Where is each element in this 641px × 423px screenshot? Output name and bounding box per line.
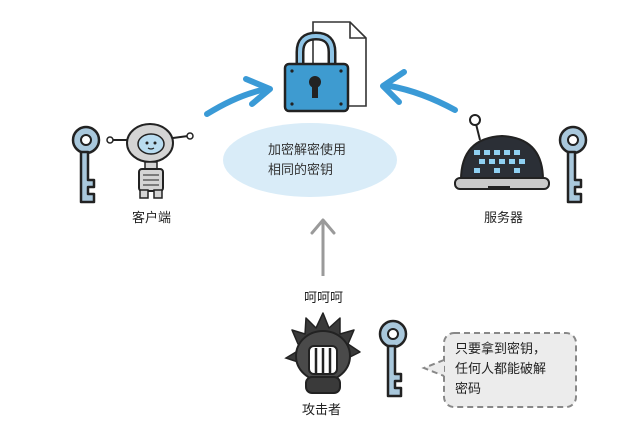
server-key-icon <box>558 125 588 204</box>
shared-key-bubble <box>223 123 397 197</box>
center-bubble-text: 加密解密使用 相同的密钥 <box>268 141 346 181</box>
client-robot-icon <box>106 123 194 199</box>
server-label: 服务器 <box>484 211 524 226</box>
lock-icon <box>283 31 350 113</box>
attacker-laugh-label: 呵呵呵 <box>304 291 344 306</box>
speech-line1: 只要拿到密钥， <box>455 342 547 357</box>
server-robot-icon <box>454 114 550 190</box>
server-to-lock-arrow <box>380 69 458 113</box>
client-key-icon <box>71 125 101 204</box>
center-bubble-line1: 加密解密使用 <box>268 143 347 158</box>
attacker-arrow <box>310 218 336 276</box>
center-bubble-line2: 相同的密钥 <box>268 163 334 178</box>
speech-text: 只要拿到密钥， 任何人都能破解 密码 <box>455 340 546 400</box>
attacker-key-icon <box>378 319 408 398</box>
speech-line2: 任何人都能破解 <box>455 362 547 377</box>
speech-bubble <box>421 332 577 408</box>
attacker-label: 攻击者 <box>302 403 342 418</box>
client-label: 客户端 <box>132 211 172 226</box>
client-to-lock-arrow <box>204 76 273 117</box>
attacker-icon <box>284 312 361 394</box>
speech-line3: 密码 <box>455 382 482 397</box>
